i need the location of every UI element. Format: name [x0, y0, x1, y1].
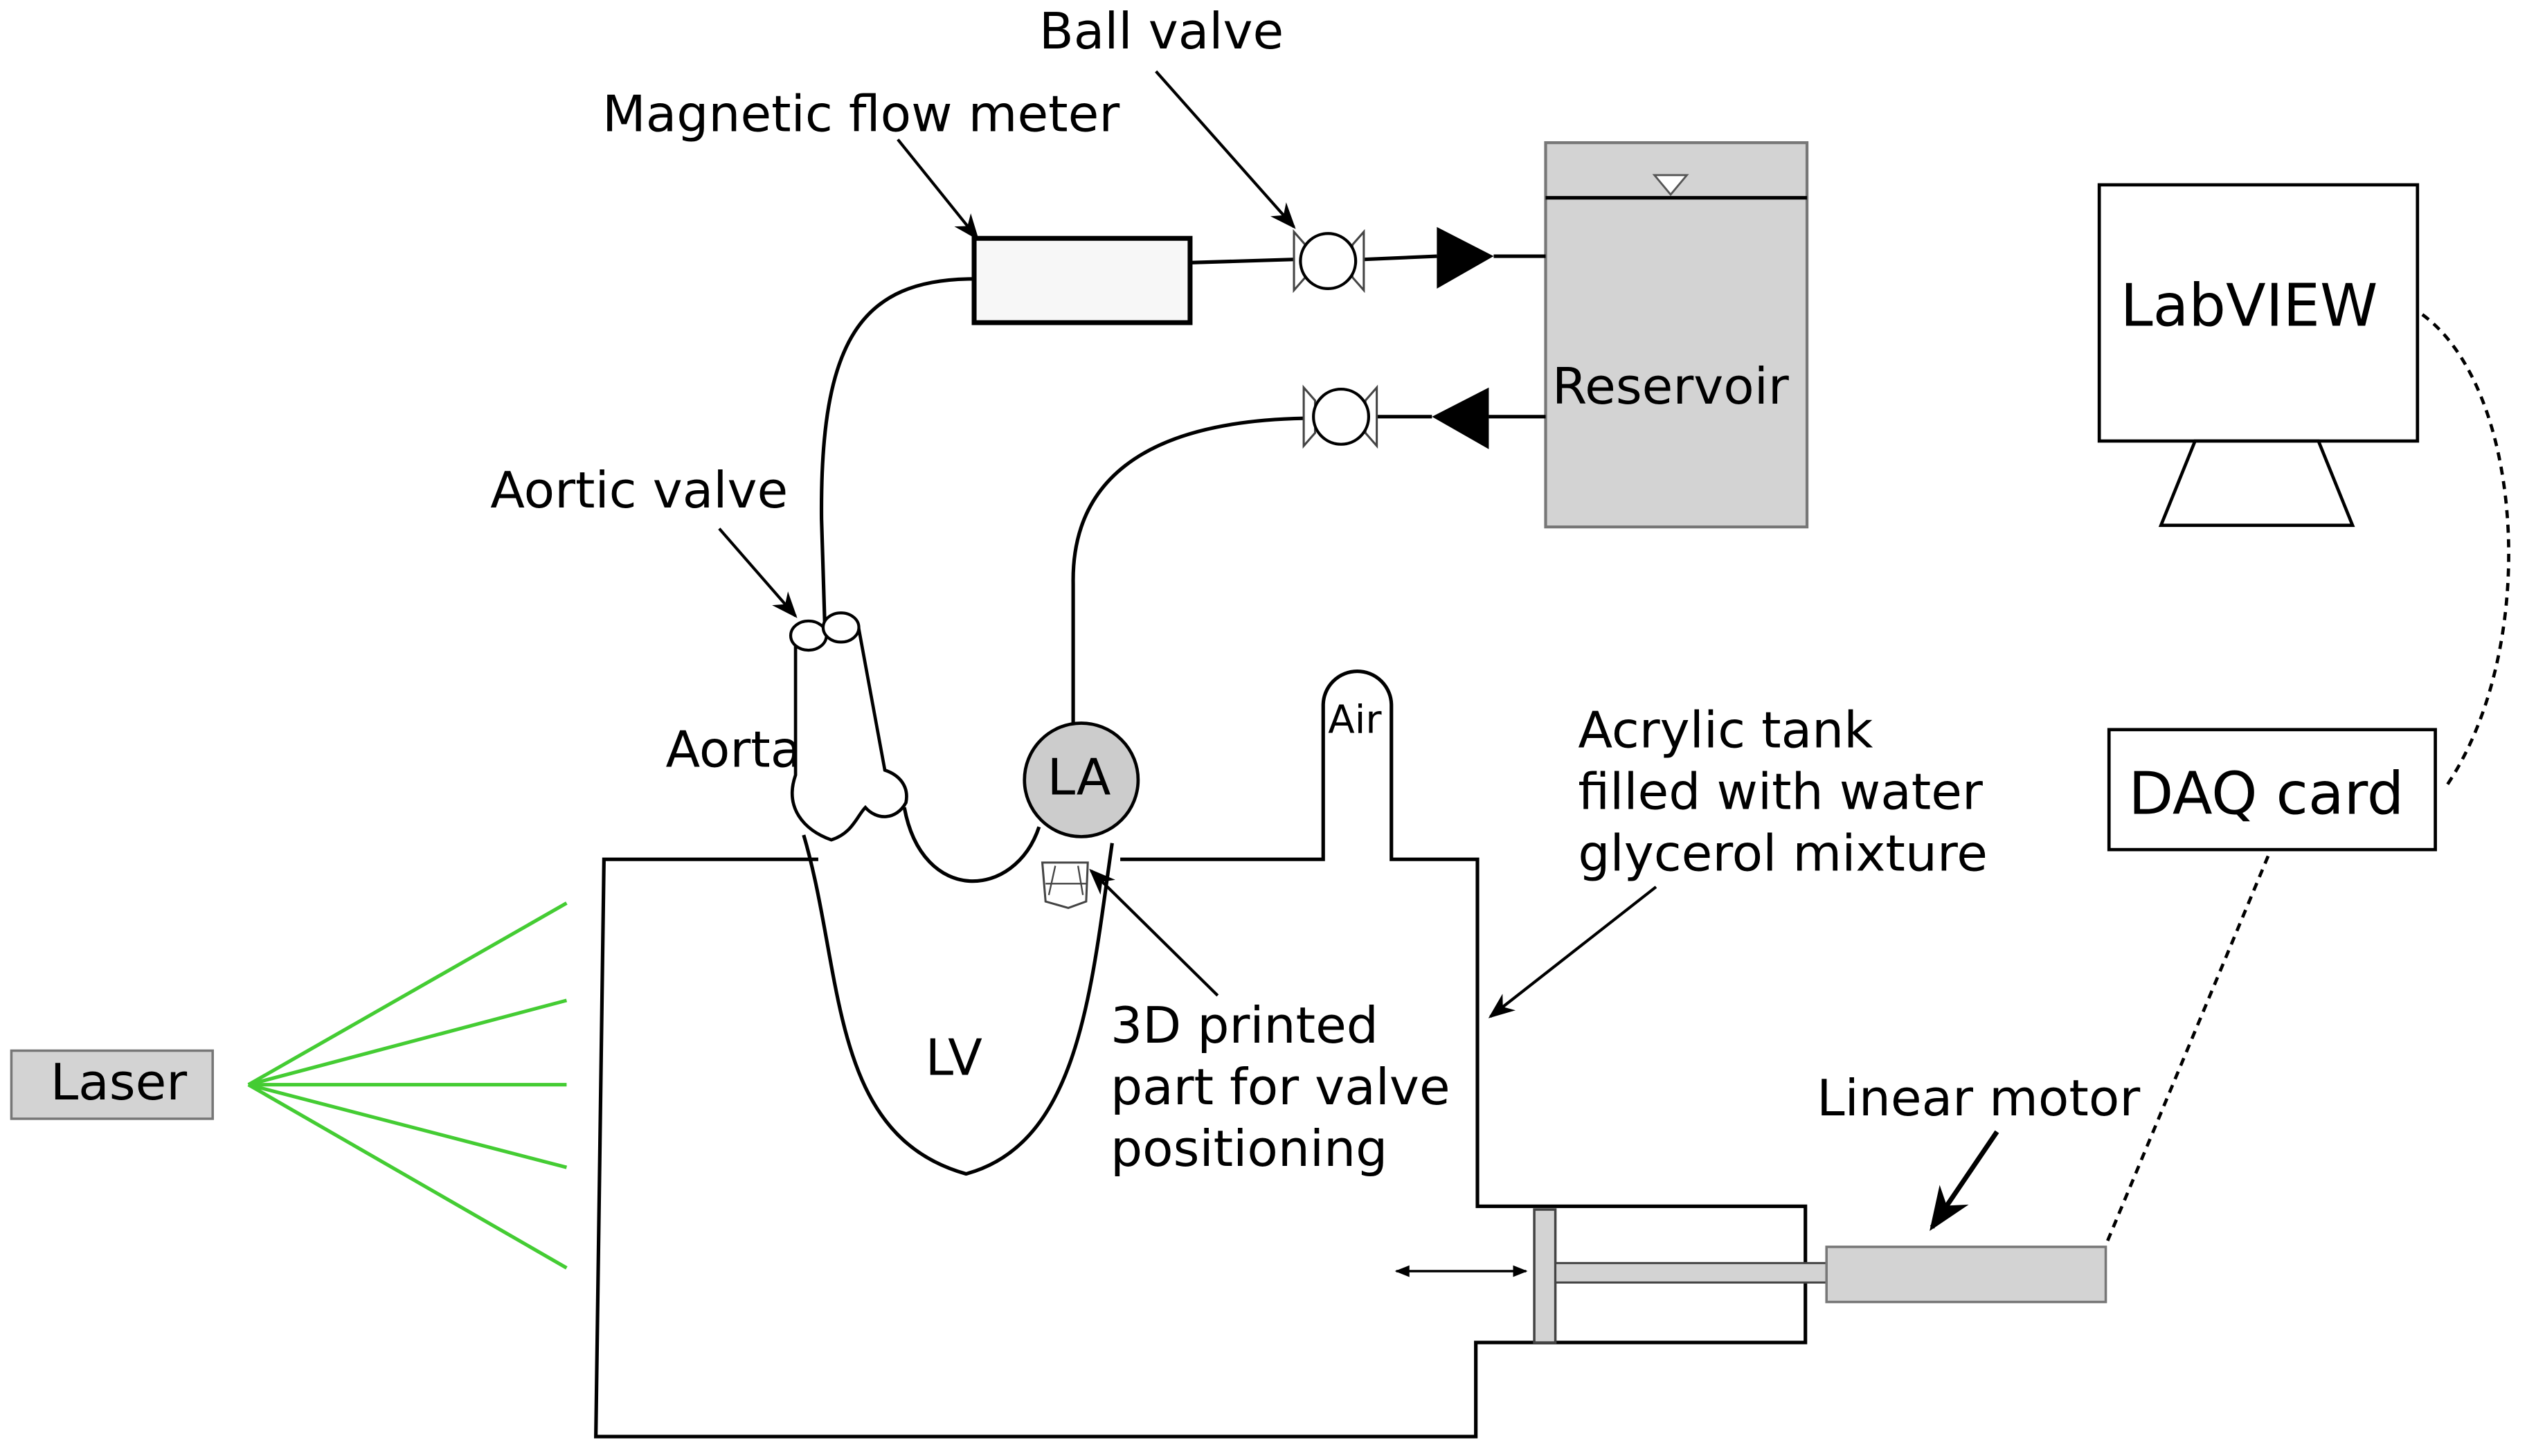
- ball-valve-label: Ball valve: [1039, 3, 1284, 61]
- water-level-triangle-icon: [1652, 174, 1689, 197]
- ball-valve-lower: [1302, 384, 1378, 449]
- daq-motor-connection: [2104, 855, 2270, 1246]
- laser-label: Laser: [51, 1054, 188, 1112]
- lv-label: LV: [926, 1030, 983, 1088]
- printed-part-pointer: [1089, 868, 1219, 997]
- left-atrium: LA: [1023, 721, 1140, 838]
- ball-valve-upper: [1293, 228, 1365, 294]
- linear-motor-pointer: [1930, 1130, 1999, 1232]
- acrylic-tank: [594, 669, 1808, 1439]
- monitor-stand: [2158, 439, 2355, 528]
- printed-part-label-line1: 3D printed: [1110, 997, 1378, 1055]
- acrylic-tank-label-line3: glycerol mixture: [1578, 825, 1988, 883]
- linear-motor: [1825, 1246, 2107, 1304]
- magnetic-flow-meter: [971, 235, 1193, 325]
- acrylic-tank-label-line2: filled with water: [1578, 764, 1983, 822]
- aortic-valve-pointer: [718, 528, 798, 618]
- aortic-valve-label: Aortic valve: [490, 462, 788, 520]
- linear-motor-label: Linear motor: [1817, 1070, 2140, 1128]
- labview-monitor: [2097, 183, 2420, 443]
- magnetic-flow-meter-label: Magnetic flow meter: [602, 86, 1119, 144]
- reservoir-label: Reservoir: [1552, 358, 1789, 416]
- la-label: LA: [1047, 749, 1111, 807]
- laser: Laser: [10, 901, 568, 1270]
- lv-top-curve: [902, 807, 1041, 883]
- aorta: [789, 611, 908, 842]
- labview-label: LabVIEW: [2121, 272, 2378, 340]
- flow-direction-arrow-icon: [1437, 226, 1494, 289]
- linear-motor-assembly: [1394, 1208, 2107, 1344]
- left-ventricle: [802, 834, 1114, 1176]
- flow-direction-arrow-icon: [1432, 387, 1489, 449]
- acrylic-tank-label-line1: Acrylic tank: [1578, 702, 1873, 760]
- inflow-line: [1071, 387, 1546, 727]
- printed-part-label-line2: part for valve: [1110, 1059, 1450, 1117]
- air-label: Air: [1328, 698, 1382, 743]
- ball-valve-pointer: [1155, 70, 1296, 229]
- daq-card-label: DAQ card: [2128, 760, 2404, 828]
- piston-rod: [1554, 1261, 1828, 1284]
- daq-card: DAQ card: [2107, 728, 2437, 852]
- aorta-label: Aorta: [665, 721, 801, 780]
- outflow-line: [820, 226, 1546, 624]
- reservoir-tank: [1544, 141, 1809, 529]
- piston-head: [1533, 1208, 1557, 1344]
- laser-sheet: [247, 901, 568, 1270]
- labview-computer: LabVIEW: [2097, 183, 2420, 528]
- acrylic-tank-pointer: [1488, 886, 1657, 1018]
- printed-part-label-line3: positioning: [1110, 1120, 1387, 1178]
- magnetic-flow-meter-pointer: [897, 138, 980, 241]
- daq-card-box: [2107, 728, 2437, 852]
- printed-part: [1041, 861, 1089, 910]
- laser-box: [10, 1049, 214, 1120]
- labview-daq-connection: [2421, 313, 2510, 789]
- reservoir: Reservoir: [1544, 141, 1809, 529]
